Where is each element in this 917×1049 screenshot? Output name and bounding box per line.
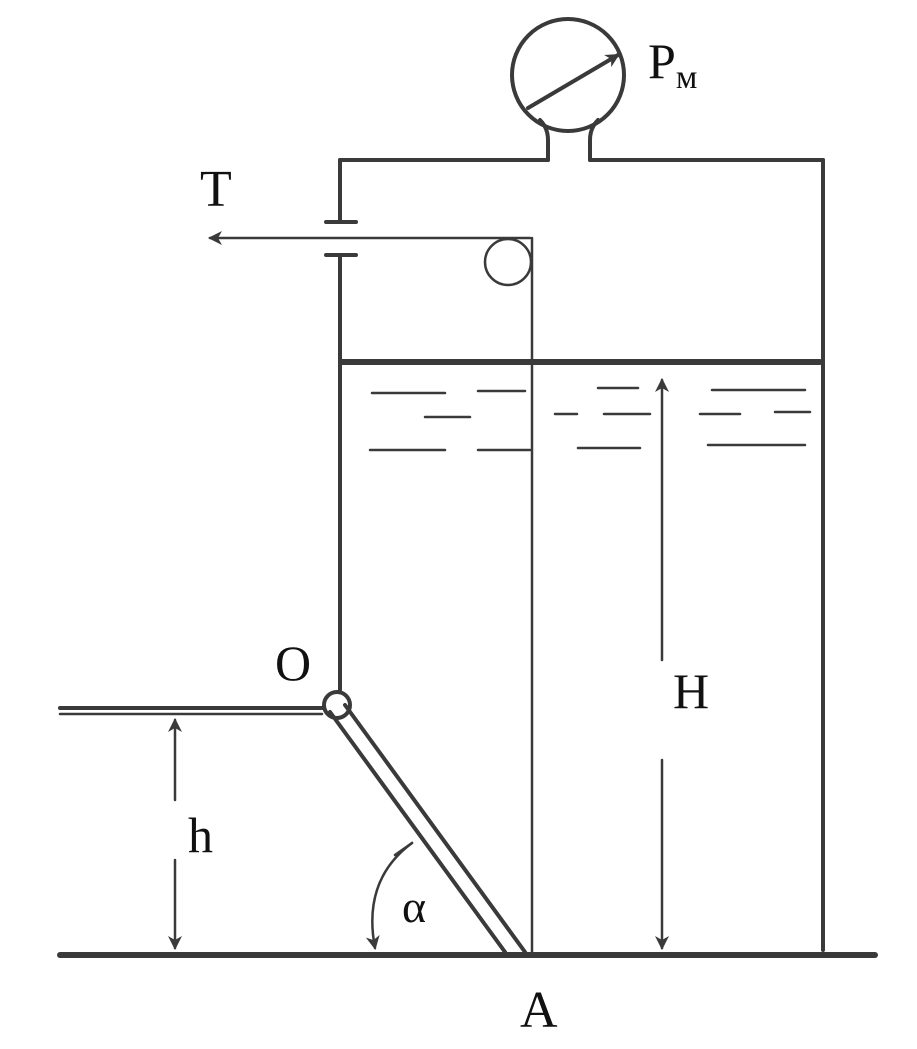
- gauge-stem: [538, 118, 550, 162]
- pulley: [483, 237, 533, 287]
- label-h: h: [188, 807, 213, 863]
- label-alpha: α: [402, 881, 426, 932]
- gate-edge-2: [343, 703, 527, 954]
- pressure-gauge-dial: [510, 17, 626, 133]
- pivot-hinge: [322, 690, 352, 720]
- label-tension: T: [200, 161, 232, 218]
- angle-arc-start: [393, 841, 414, 857]
- label-pressure: Pм: [648, 33, 697, 96]
- gauge-needle: [526, 53, 620, 110]
- label-H: H: [673, 663, 709, 719]
- gate-edge-1: [328, 710, 507, 954]
- label-A: A: [520, 982, 558, 1039]
- label-pivot: O: [275, 635, 311, 691]
- water-hatching: [368, 386, 812, 452]
